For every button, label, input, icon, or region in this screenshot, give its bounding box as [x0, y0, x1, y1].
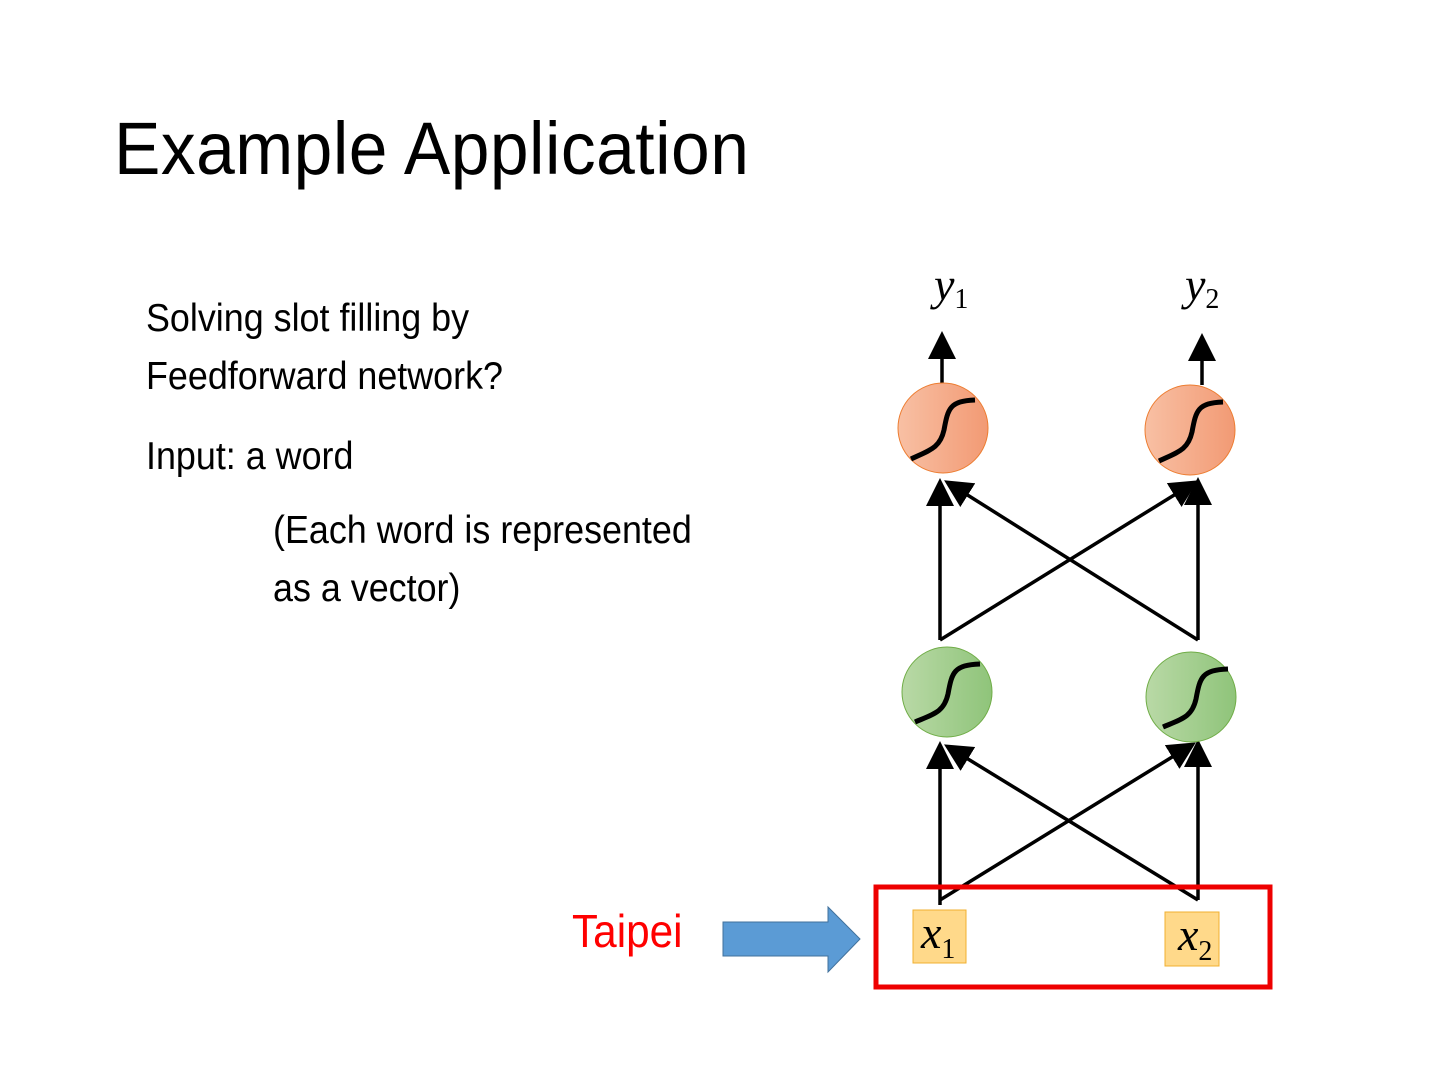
- edge-x1-h2: [939, 742, 1196, 902]
- output-arrows: [928, 331, 1216, 385]
- sigmoid-icon: [1157, 399, 1224, 464]
- slide-title: Example Application: [114, 107, 750, 190]
- input-label-x1: x1: [920, 907, 955, 965]
- output-neuron-2: [1144, 384, 1236, 476]
- question-line-2: Feedforward network?: [146, 355, 503, 398]
- question-line-1: Solving slot filling by: [146, 297, 470, 340]
- vector-note: (Each word is represented as a vector): [273, 502, 692, 618]
- output-label-y1: y1: [930, 259, 968, 315]
- output-label-y2: y2: [1181, 259, 1219, 315]
- sigmoid-icon: [914, 661, 981, 725]
- input-to-hidden-connections: [926, 739, 1212, 905]
- input-cell-x1: [912, 909, 967, 964]
- body-text-question: Solving slot filling by Feedforward netw…: [146, 290, 503, 406]
- input-arrow-icon: [722, 905, 861, 974]
- vector-note-line-1: (Each word is represented: [273, 509, 692, 552]
- input-label: Input: a word: [146, 435, 354, 478]
- hidden-neuron-1: [901, 646, 993, 738]
- hidden-neuron-2: [1145, 651, 1237, 743]
- input-layer-highlight-box: [873, 884, 1273, 990]
- input-cell-x2: [1164, 911, 1220, 967]
- input-label-x2: x2: [1177, 909, 1212, 967]
- edge-h2-o1: [944, 480, 1199, 642]
- input-word-taipei: Taipei: [572, 905, 683, 957]
- edge-h1-o2: [939, 480, 1198, 642]
- sigmoid-icon: [1162, 666, 1229, 730]
- hidden-to-output-connections: [926, 477, 1212, 642]
- edge-x2-h1: [944, 744, 1199, 902]
- vector-note-line-2: as a vector): [273, 567, 461, 610]
- output-neuron-1: [897, 382, 989, 474]
- sigmoid-icon: [909, 397, 976, 462]
